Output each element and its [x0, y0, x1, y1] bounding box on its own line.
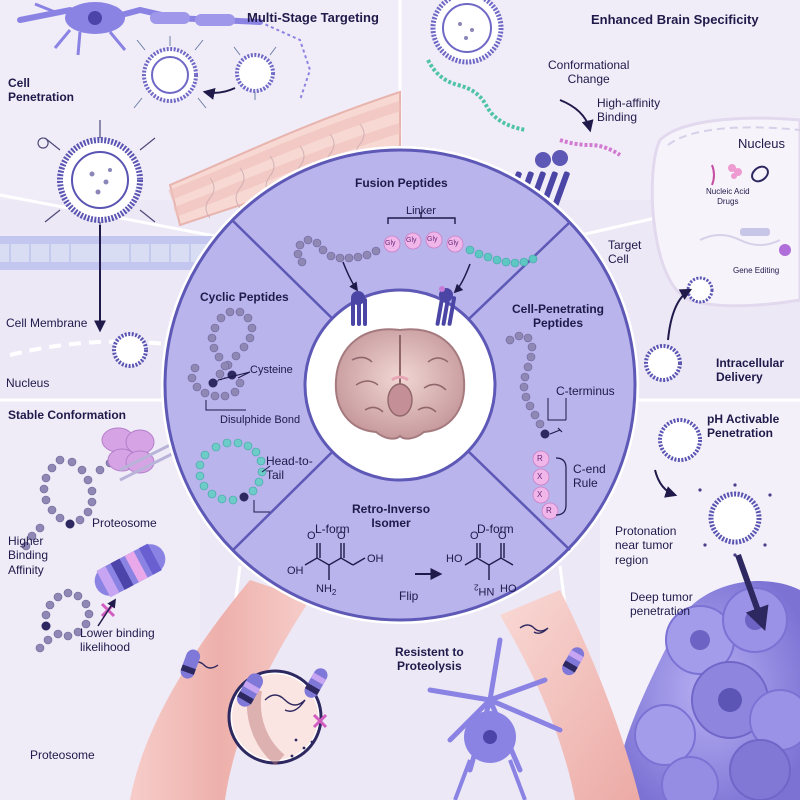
- cell-membrane-label: Cell Membrane: [6, 316, 88, 330]
- r-residue: R: [537, 454, 543, 463]
- panel-title-stable-conformation: Stable Conformation: [8, 408, 127, 422]
- proteosome-label: Proteosome: [30, 748, 95, 762]
- multi-stage-targeting-art: [17, 2, 402, 227]
- c-terminus-label: C-terminus: [556, 384, 615, 398]
- head-to-tail-label: Head-to- Tail: [266, 454, 313, 483]
- high-affinity-binding-label: High-affinity Binding: [597, 96, 661, 125]
- c-end-rule-label: C-end Rule: [573, 462, 606, 491]
- gene-editing-label: Gene Editing: [733, 266, 780, 275]
- center-wheel: [161, 146, 639, 624]
- deep-tumor-penetration-label: Deep tumor penetration: [630, 590, 693, 619]
- nucleus-label: Nucleus: [6, 376, 50, 390]
- gly-label: Gly: [406, 237, 417, 244]
- chem-oh-label: OH: [367, 553, 384, 565]
- cysteine-label: Cysteine: [250, 364, 293, 376]
- proteolysis-art: [130, 580, 640, 800]
- chem-nh2-label: NH2: [316, 583, 337, 598]
- ph-activable-art: [618, 418, 800, 800]
- chem-o-label: O: [337, 530, 346, 542]
- disulphide-bond-label: Disulphide Bond: [220, 414, 301, 426]
- section-title-cyclic-peptides: Cyclic Peptides: [200, 290, 289, 304]
- tumor-cells: [618, 581, 800, 800]
- nucleic-acid-drugs-label: Nucleic Acid Drugs: [706, 187, 750, 206]
- protonation-label: Protonation near tumor region: [615, 524, 677, 567]
- proteosome-label: Proteosome: [92, 516, 157, 530]
- section-title-retro-inverso-isomer: Retro-Inverso Isomer: [352, 502, 431, 531]
- chem-ho-label: HO: [446, 553, 463, 565]
- cell-penetration-art: [0, 120, 230, 368]
- panel-title-intracellular-delivery: Intracellular Delivery: [716, 356, 785, 385]
- flip-label: Flip: [399, 589, 419, 603]
- intracellular-delivery-art: [644, 116, 800, 382]
- gly-label: Gly: [385, 240, 396, 247]
- section-title-cell-penetrating-peptides: Cell-Penetrating Peptides: [512, 302, 605, 331]
- chem-nh2-flipped-label: NH2: [474, 582, 495, 597]
- neuron-icon: [427, 637, 563, 800]
- gly-label: Gly: [427, 236, 438, 243]
- panel-title-cell-penetration: Cell Penetration: [8, 76, 75, 105]
- panel-title-ph-activable-penetration: pH Activable Penetration: [707, 412, 780, 441]
- chem-oh-label: OH: [287, 565, 304, 577]
- chem-o-label: O: [307, 530, 316, 542]
- chem-o-label: O: [498, 530, 507, 542]
- linker-label: Linker: [406, 205, 436, 217]
- gly-label: Gly: [448, 240, 459, 247]
- chem-ho-label: HO: [500, 583, 517, 595]
- x-residue: X: [537, 490, 543, 499]
- higher-binding-affinity-label: Higher Binding Affinity: [8, 534, 49, 577]
- panel-title-resistant-to-proteolysis: Resistent to Proteolysis: [395, 645, 464, 674]
- panel-title-enhanced-brain-specificity: Enhanced Brain Specificity: [591, 12, 759, 27]
- section-title-fusion-peptides: Fusion Peptides: [355, 176, 448, 190]
- x-residue: X: [537, 472, 543, 481]
- r-residue: R: [546, 506, 552, 515]
- lower-binding-likelihood-label: Lower binding likelihood: [80, 626, 155, 655]
- brain-icon: [334, 328, 466, 440]
- nucleus-label: Nucleus: [738, 136, 785, 151]
- chem-o-label: O: [470, 530, 479, 542]
- conformational-change-label: Conformational Change: [548, 58, 630, 87]
- panel-title-multi-stage-targeting: Multi-Stage Targeting: [247, 10, 379, 25]
- d-form-label: D-form: [477, 522, 514, 536]
- target-cell-label: Target Cell: [608, 238, 642, 267]
- l-form-label: L-form: [315, 522, 350, 536]
